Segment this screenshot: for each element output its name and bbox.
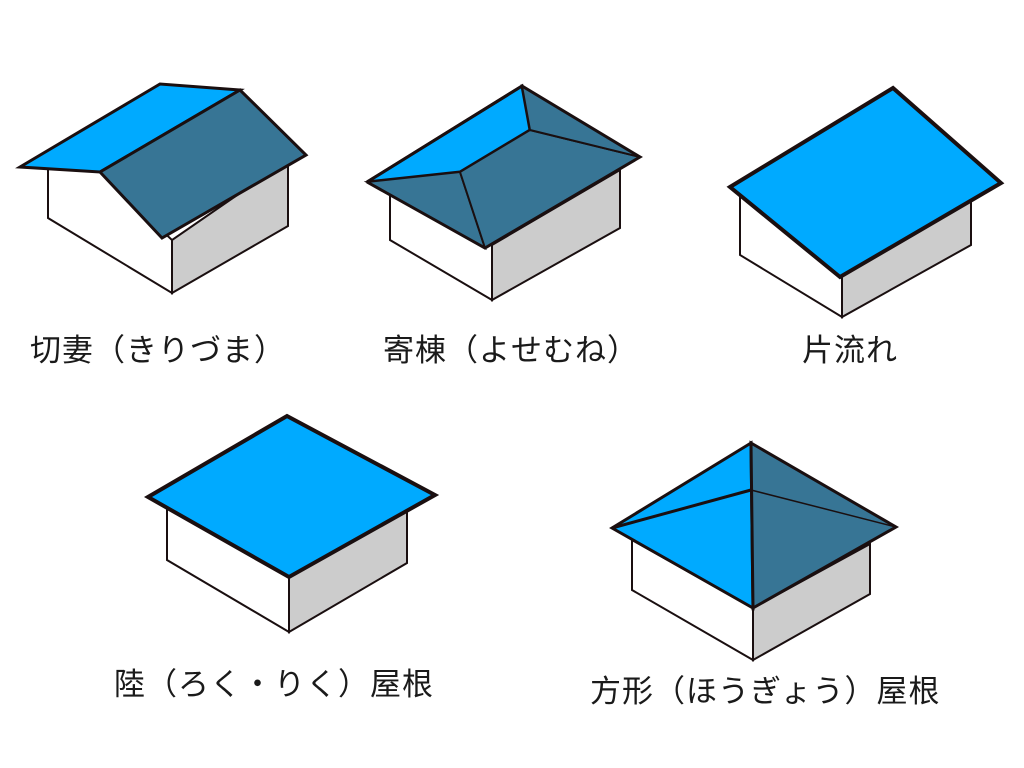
shed-roof-label: 片流れ [802, 333, 898, 369]
flat-roof-label: 陸（ろく・りく）屋根 [114, 667, 434, 703]
pyramid-roof-house-icon [609, 440, 900, 662]
gable-roof-house-icon [15, 82, 309, 295]
hip-roof-label: 寄棟（よせむね） [383, 333, 639, 369]
shed-roof-house-icon [726, 85, 1005, 319]
hip-roof-house-icon [363, 83, 643, 302]
gable-roof-label: 切妻（きりづま） [30, 333, 286, 369]
pyramid-roof-label: 方形（ほうぎょう）屋根 [590, 674, 941, 710]
flat-roof-house-icon [143, 413, 440, 634]
